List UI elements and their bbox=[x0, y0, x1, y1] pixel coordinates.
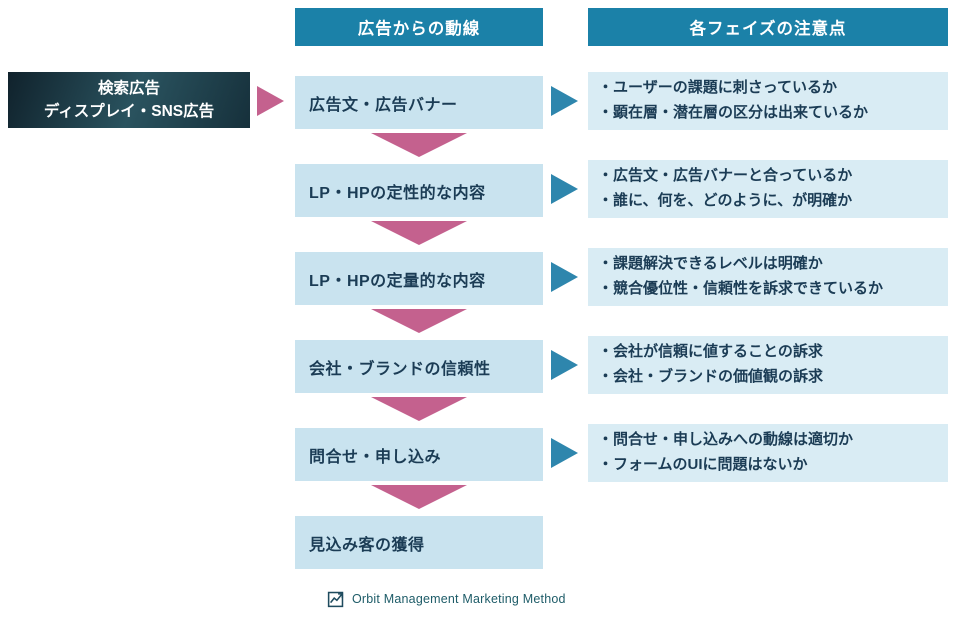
step-label: LP・HPの定量的な内容 bbox=[309, 272, 486, 290]
step-box-inquiry: 問合せ・申し込み bbox=[295, 428, 543, 481]
note-box-lp-qualitative: ・広告文・広告バナーと合っているか ・誰に、何を、どのように、が明確か bbox=[588, 160, 948, 218]
source-line-1: 検索広告 bbox=[97, 79, 160, 97]
arrow-right-blue-icon bbox=[551, 174, 578, 204]
note-line: ・会社が信頼に値することの訴求 bbox=[598, 343, 823, 361]
note-line: ・ユーザーの課題に刺さっているか bbox=[598, 79, 837, 97]
note-line: ・会社・ブランドの価値観の訴求 bbox=[598, 368, 824, 385]
line-chart-icon bbox=[327, 590, 345, 608]
step-box-company-trust: 会社・ブランドの信頼性 bbox=[295, 340, 543, 393]
step-box-lp-qualitative: LP・HPの定性的な内容 bbox=[295, 164, 543, 217]
arrow-down-icon bbox=[371, 485, 467, 509]
arrow-right-blue-icon bbox=[551, 350, 578, 380]
step-label: 広告文・広告バナー bbox=[309, 96, 458, 114]
arrow-down-icon bbox=[371, 133, 467, 157]
note-line: ・問合せ・申し込みへの動線は適切か bbox=[598, 431, 854, 449]
note-line: ・フォームのUIに問題はないか bbox=[598, 456, 808, 473]
arrow-right-blue-icon bbox=[551, 262, 578, 292]
step-box-ad-creative: 広告文・広告バナー bbox=[295, 76, 543, 129]
step-box-lp-quantitative: LP・HPの定量的な内容 bbox=[295, 252, 543, 305]
note-box-ad-creative: ・ユーザーの課題に刺さっているか ・顕在層・潜在層の区分は出来ているか bbox=[588, 72, 948, 130]
note-line: ・誰に、何を、どのように、が明確か bbox=[598, 192, 853, 209]
header-phase-notes: 各フェイズの注意点 bbox=[588, 8, 948, 46]
arrow-down-icon bbox=[371, 309, 467, 333]
step-label: 会社・ブランドの信頼性 bbox=[309, 360, 491, 378]
header-phase-notes-label: 各フェイズの注意点 bbox=[689, 20, 847, 38]
note-box-lp-quantitative: ・課題解決できるレベルは明確か ・競合優位性・信頼性を訴求できているか bbox=[588, 248, 948, 306]
brand-label: Orbit Management Marketing Method bbox=[352, 592, 566, 606]
arrow-right-pink-icon bbox=[257, 86, 284, 116]
step-label: LP・HPの定性的な内容 bbox=[309, 184, 486, 202]
brand-logo: Orbit Management Marketing Method bbox=[327, 590, 566, 608]
header-ad-funnel-label: 広告からの動線 bbox=[357, 20, 481, 38]
source-box-ads: 検索広告 ディスプレイ・SNS広告 bbox=[8, 72, 250, 128]
step-label: 見込み客の獲得 bbox=[309, 536, 425, 554]
note-box-company-trust: ・会社が信頼に値することの訴求 ・会社・ブランドの価値観の訴求 bbox=[588, 336, 948, 394]
note-box-inquiry: ・問合せ・申し込みへの動線は適切か ・フォームのUIに問題はないか bbox=[588, 424, 948, 482]
arrow-right-blue-icon bbox=[551, 438, 578, 468]
step-box-lead-acquisition: 見込み客の獲得 bbox=[295, 516, 543, 569]
arrow-down-icon bbox=[371, 221, 467, 245]
step-label: 問合せ・申し込み bbox=[309, 448, 442, 466]
arrow-right-blue-icon bbox=[551, 86, 578, 116]
note-line: ・顕在層・潜在層の区分は出来ているか bbox=[598, 104, 869, 121]
header-ad-funnel: 広告からの動線 bbox=[295, 8, 543, 46]
note-line: ・広告文・広告バナーと合っているか bbox=[598, 167, 853, 185]
note-line: ・課題解決できるレベルは明確か bbox=[598, 255, 823, 273]
arrow-down-icon bbox=[371, 397, 467, 421]
note-line: ・競合優位性・信頼性を訴求できているか bbox=[598, 280, 884, 297]
source-line-2: ディスプレイ・SNS広告 bbox=[43, 103, 215, 120]
